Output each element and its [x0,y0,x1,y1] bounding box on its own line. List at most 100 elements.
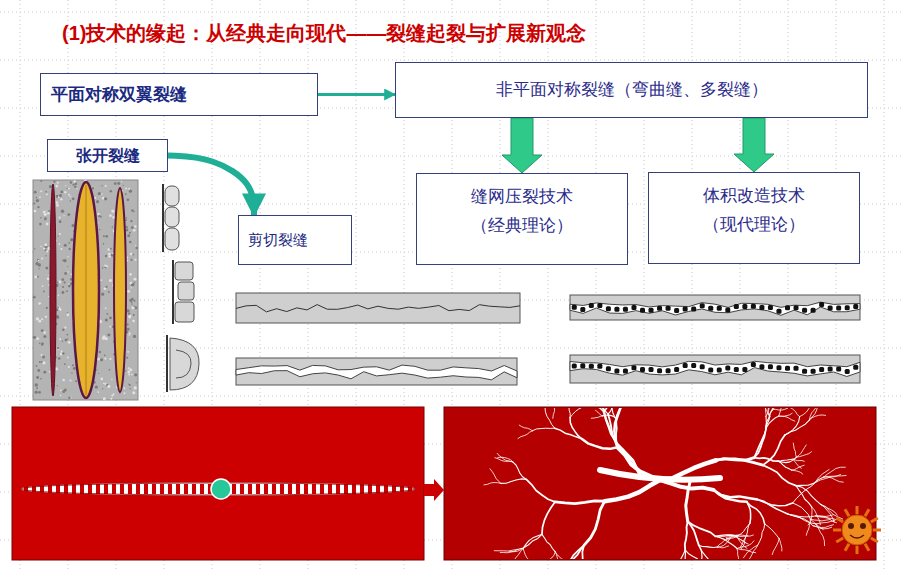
proppant-grain [614,368,619,373]
rock-speckle [121,181,123,183]
proppant-grain [708,367,713,372]
rock-speckle [104,287,107,290]
rock-speckle [134,386,137,389]
proppant-grain [674,308,679,313]
rock-speckle [129,368,132,371]
proppant-grain [657,368,662,373]
proppant-grain [700,364,705,369]
text-box: 缝网压裂技术（经典理论） [416,173,628,265]
sun-ray [865,544,869,551]
rock-speckle [46,250,48,252]
rock-speckle [35,391,38,394]
rock-speckle [111,395,113,397]
rock-speckle [70,379,72,381]
rock-speckle [111,209,114,212]
rock-speckle [105,185,107,187]
rock-speckle [59,194,62,197]
block-edge [166,335,168,392]
rock-speckle [46,307,48,309]
rock-speckle [65,339,68,342]
box-label: 体积改造技术 [703,185,805,206]
rock-speckle [41,342,44,345]
sun-mouth [850,535,864,538]
fracture-branch [603,415,617,419]
rock-speckle [126,309,129,312]
rock-speckle [69,397,71,399]
fracture-branch [542,534,555,552]
rock-speckle [69,248,71,250]
proppant-grain [853,365,858,370]
rock-speckle [131,306,134,309]
proppant-grain [657,306,662,311]
rock-speckle [128,367,130,369]
rock-speckle [74,186,76,188]
rock-speckle [38,391,41,394]
fracture-branch [816,515,834,517]
fracture-branch [736,535,753,536]
rock-speckle [39,343,41,345]
fracture-branch [773,408,784,410]
fracture-wing [50,184,56,396]
fracture-branch [490,469,501,484]
fracture-branch [747,502,765,524]
rock-plate [570,355,860,383]
rock-speckle [57,385,58,386]
rock-speckle [61,210,64,213]
fracture-branch [495,458,513,462]
fracture-branch [563,545,585,559]
rock-speckle [62,352,65,355]
rock-speckle [99,351,101,353]
fracture-branch [806,519,810,535]
rock-speckle [101,185,102,186]
fracture-branch [715,536,737,548]
rock-background [33,180,138,400]
rock-speckle [131,303,132,304]
rock-block [175,302,194,322]
rock-speckle [67,256,68,257]
rock-speckle [62,286,64,288]
rock-speckle [125,188,127,190]
proppant-grain [751,362,756,367]
rock-speckle [102,337,105,340]
rock-speckle [59,338,61,340]
proppant-grain [683,363,688,368]
rock-speckle [59,233,61,235]
fracture-branch [737,549,756,553]
rock-speckle [109,279,112,282]
fracture-branch [715,535,736,537]
rock-speckle [36,387,38,389]
fracture-branch [616,443,640,475]
rock-speckle [131,284,133,286]
rock-speckle [105,318,108,321]
fracture-branch [772,539,779,555]
rock-speckle [62,328,65,331]
rock-speckle [39,361,41,363]
proppant-grain [768,364,773,369]
rock-speckle [103,336,104,337]
rock-speckle [53,181,55,183]
rock-speckle [61,350,63,352]
rock-speckle [60,390,62,392]
rock-speckle [64,326,66,328]
proppant-grain [631,365,636,370]
rock-speckle [36,197,38,199]
fracture-branch [779,408,785,416]
fracture-branch [754,435,764,457]
rock-block [165,207,179,227]
rock-speckle [134,281,135,282]
rock-speckle [95,385,98,388]
rock-speckle [70,200,71,201]
rock-speckle [68,341,71,344]
rock-speckle [55,185,58,188]
rock-speckle [34,210,37,213]
fracture-branch [513,462,527,480]
rock-speckle [105,286,107,288]
proppant-grain [776,365,781,370]
rock-speckle [105,337,108,340]
rock-speckle [106,338,108,340]
rock-speckle [67,312,68,313]
proppant-grain [768,305,773,310]
rock-speckle [126,357,128,359]
rock-speckle [68,285,71,288]
fracture-branch [615,419,617,444]
